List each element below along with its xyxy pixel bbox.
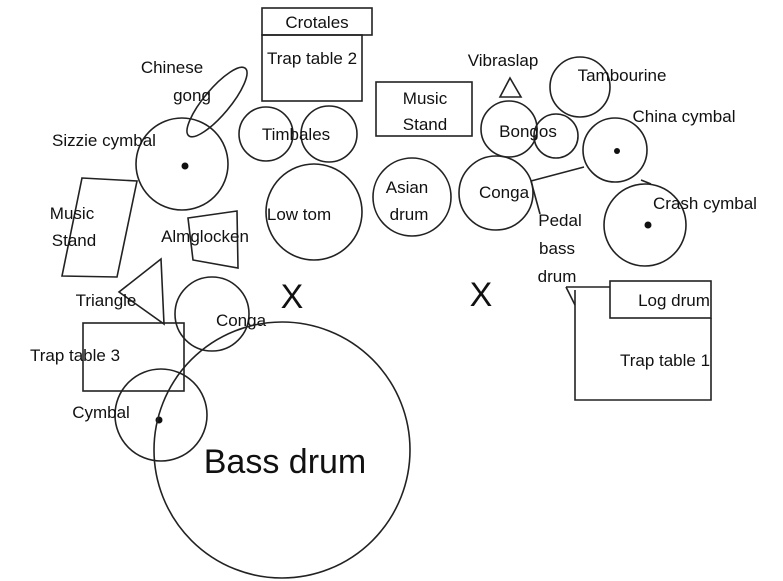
asian-drum xyxy=(372,157,452,237)
bongo-left xyxy=(480,100,538,158)
pedal-bass-drum-line-4 xyxy=(565,286,576,306)
low-tom-label: Low tom xyxy=(267,205,331,224)
cymbal-stand-link xyxy=(640,179,652,185)
sizzle-cymbal xyxy=(135,117,229,211)
conga-right-label: Conga xyxy=(479,183,530,202)
sizzle-cymbal-dot xyxy=(181,162,189,170)
china-cymbal-label: China cymbal xyxy=(633,107,736,126)
player-position-right: X xyxy=(470,276,493,314)
bass-drum-label: Bass drum xyxy=(204,443,367,481)
timbale-right xyxy=(300,105,358,163)
pedal-bass-drum-label-3: drum xyxy=(538,267,577,286)
sizzle-cymbal-label: Sizzie cymbal xyxy=(52,131,156,150)
crash-cymbal-label: Crash cymbal xyxy=(653,194,757,213)
music-stand-left-label-2: Stand xyxy=(52,231,96,250)
music-stand-left xyxy=(61,177,138,278)
bass-drum xyxy=(153,321,411,579)
china-cymbal-dot xyxy=(614,148,620,154)
crash-cymbal-dot xyxy=(644,221,652,229)
music-stand-top-label-2: Stand xyxy=(403,115,447,134)
bongo-right xyxy=(533,113,579,159)
cymbal-label: Cymbal xyxy=(72,403,130,422)
bongos-label: Bongos xyxy=(499,122,557,141)
chinese-gong-label-1: Chinese xyxy=(141,58,203,77)
music-stand-left-label-1: Music xyxy=(50,204,95,223)
pedal-bass-drum-line-2 xyxy=(530,180,541,215)
trap-table-2-label: Trap table 2 xyxy=(267,49,357,68)
player-position-left: X xyxy=(281,278,304,316)
crotales-label: Crotales xyxy=(285,13,348,32)
trap-table-3 xyxy=(82,322,185,392)
almglocken-label: Almglocken xyxy=(161,227,249,246)
music-stand-top-label-1: Music xyxy=(403,89,448,108)
chinese-gong-label-2: gong xyxy=(173,86,211,105)
crash-cymbal xyxy=(603,183,687,267)
cymbal xyxy=(114,368,208,462)
low-tom xyxy=(265,163,363,261)
trap-table-3-label: Trap table 3 xyxy=(30,346,120,365)
almglocken xyxy=(187,210,239,269)
vibraslap-label: Vibraslap xyxy=(468,51,539,70)
conga-left-label: Conga xyxy=(216,311,267,330)
timbale-left xyxy=(238,106,294,162)
asian-drum-label-1: Asian xyxy=(386,178,429,197)
tambourine xyxy=(549,56,611,118)
china-cymbal xyxy=(582,117,648,183)
tambourine-label: Tambourine xyxy=(578,66,667,85)
pedal-bass-drum-line-1 xyxy=(530,166,585,182)
trap-table-1 xyxy=(574,290,712,401)
conga-left xyxy=(174,276,250,352)
triangle-instrument xyxy=(117,257,165,326)
log-drum xyxy=(609,280,712,319)
log-drum-label: Log drum xyxy=(638,291,710,310)
trap-table-2 xyxy=(261,34,363,102)
asian-drum-label-2: drum xyxy=(390,205,429,224)
pedal-bass-drum-label-1: Pedal xyxy=(538,211,581,230)
timbales-label: Timbales xyxy=(262,125,330,144)
trap-table-1-label: Trap table 1 xyxy=(620,351,710,370)
chinese-gong xyxy=(186,66,248,138)
vibraslap-triangle xyxy=(498,76,523,98)
conga-right xyxy=(458,155,534,231)
music-stand-top xyxy=(375,81,473,137)
pedal-bass-drum-label-2: bass xyxy=(539,239,575,258)
triangle-label: Triangle xyxy=(76,291,137,310)
